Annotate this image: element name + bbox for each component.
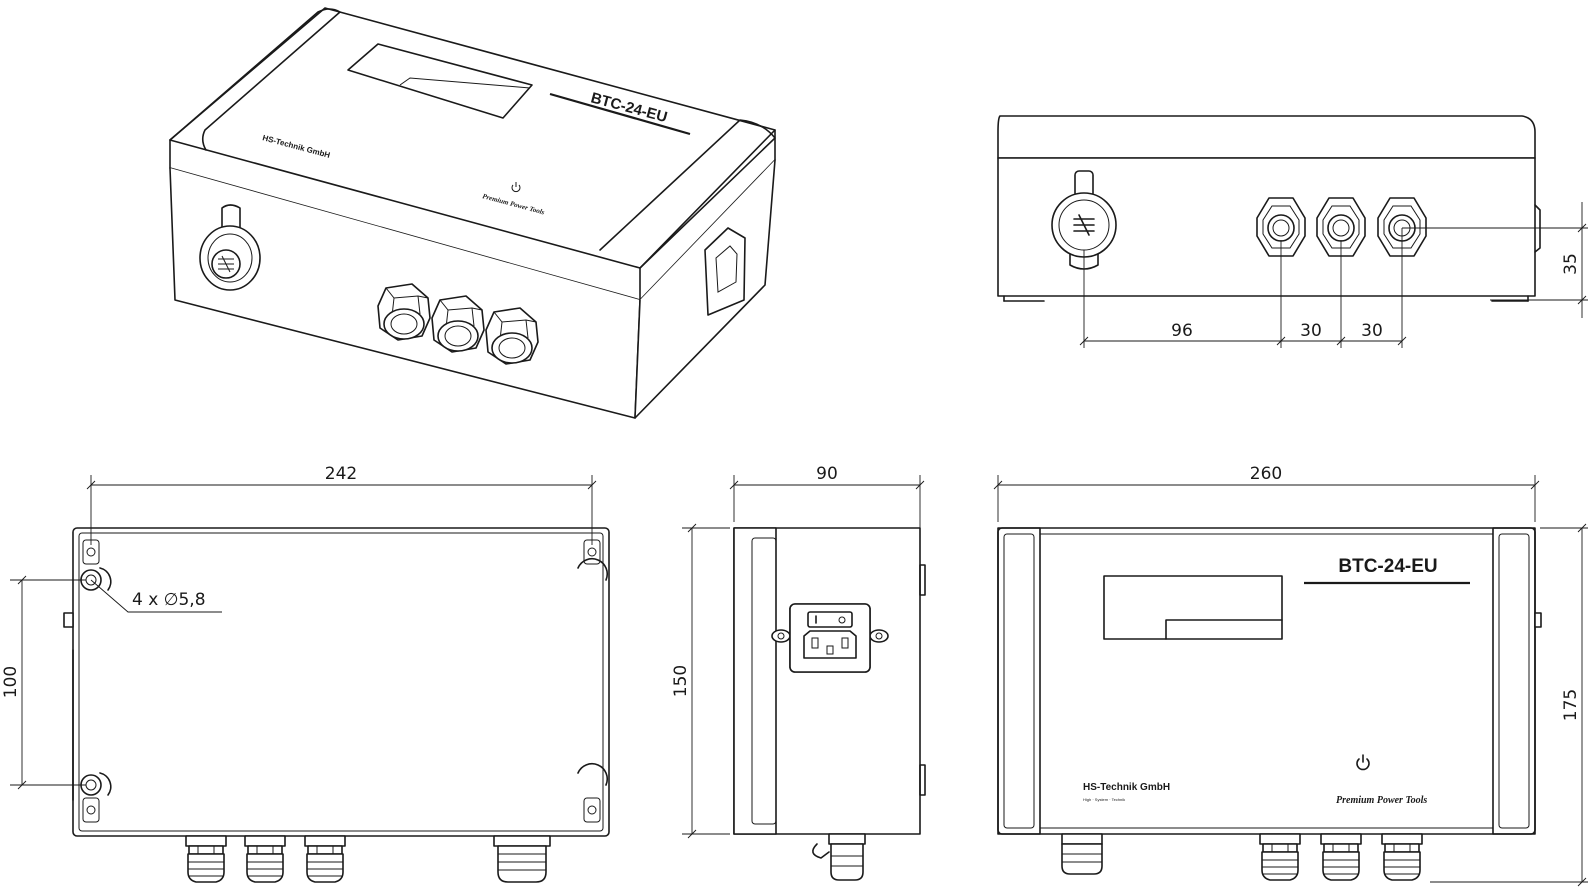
front-view: BTC-24-EU HS-Technik GmbH High · System … [993,464,1588,887]
dim-gland-pitch-2: 30 [1361,321,1383,341]
iso-switch-housing [704,227,746,316]
cable-gland-icon [185,835,227,883]
isometric-view: BTC-24-EU Premium Power Tools HS-Technik… [169,7,776,419]
iso-body-side [634,159,776,419]
connector-logo-icon [1073,214,1095,236]
iso-display [347,43,533,119]
cable-gland-icon [304,835,346,883]
side-connector [812,833,866,881]
side-view: 90 150 [671,464,926,881]
iso-connector [199,204,261,291]
front-connector [1061,833,1103,875]
cable-gland-icon [1381,833,1423,881]
dim-side-depth: 90 [816,464,838,484]
power-icon [511,182,521,193]
cable-gland-icon [1259,833,1301,881]
cable-gland-icon [431,295,485,353]
dim-top-width: 242 [325,464,357,484]
rear-view: 96 30 30 35 [997,115,1588,348]
cable-gland-icon [244,835,286,883]
bottom-connector [493,835,551,883]
dim-hole-spacing: 100 [1,666,21,698]
dim-front-height: 175 [1561,689,1581,721]
dim-gland-pitch-1: 30 [1300,321,1322,341]
front-slogan: Premium Power Tools [1336,795,1427,806]
cable-gland-icon [1320,833,1362,881]
front-display [1103,575,1283,640]
dim-hole-callout: 4 x ∅5,8 [132,590,206,610]
front-logo-subtext: High · System · Technik [1083,797,1125,802]
bottom-view: 242 100 4 x ∅5,8 [1,464,610,883]
cable-gland-icon [485,307,539,365]
power-socket-icon [803,630,857,659]
dim-front-width: 260 [1250,464,1282,484]
cable-gland-icon [377,283,431,341]
dim-gland-height: 35 [1561,253,1581,275]
dim-side-height: 150 [671,665,691,697]
power-icon [1356,754,1370,771]
rocker-switch-icon [807,611,853,628]
connector-logo-icon [218,255,234,273]
front-model-label: BTC-24-EU [1338,556,1437,577]
rear-connector [1051,170,1117,270]
dim-gland-offset: 96 [1171,321,1193,341]
front-logo: HS-Technik GmbH [1083,782,1170,793]
switch-module [771,603,889,673]
